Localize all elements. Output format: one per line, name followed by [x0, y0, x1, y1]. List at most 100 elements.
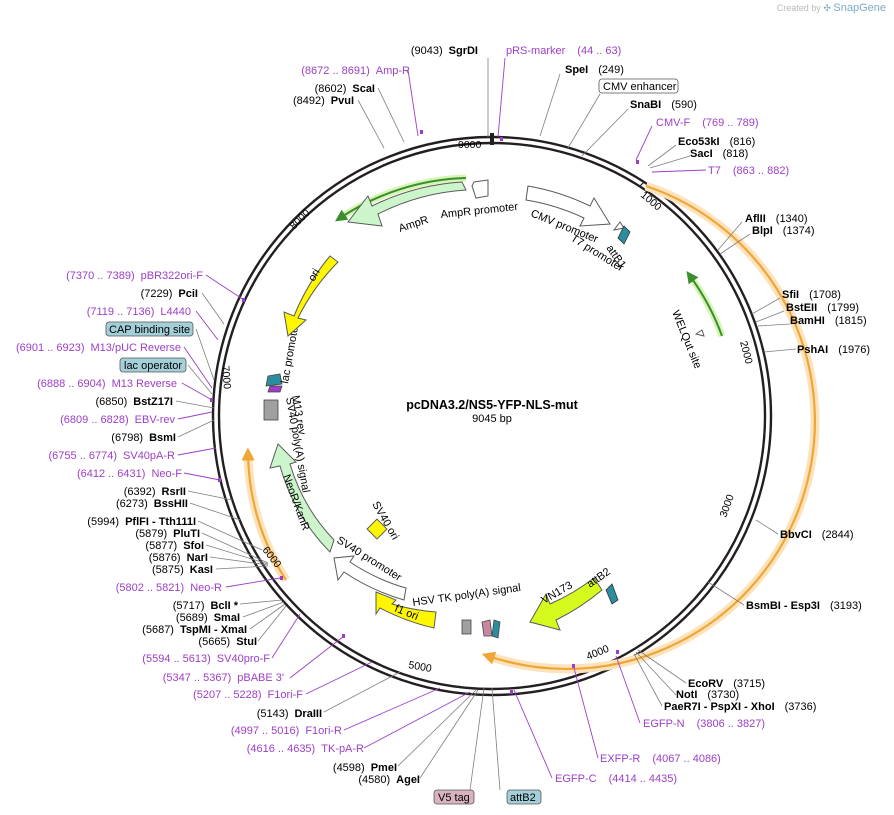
leader-pcii	[201, 292, 225, 325]
plasmid-name: pcDNA3.2/NS5-YFP-NLS-mut	[406, 398, 578, 412]
site-pshai[interactable]: PshAI(1976)	[797, 344, 870, 356]
site-draiii[interactable]: (5143)DraIII	[257, 708, 322, 720]
primer-l4440[interactable]: (7119 .. 7136)L4440	[87, 306, 191, 318]
leader-pflfi	[197, 520, 263, 551]
primer-exfp-r[interactable]: EXFP-R(4067 .. 4086)	[600, 753, 721, 765]
m13-rev-box	[267, 385, 283, 393]
primer-pbr322ori-f[interactable]: (7370 .. 7389)pBR322ori-F	[66, 270, 203, 282]
site-saci[interactable]: SacI(818)	[690, 148, 748, 160]
site-bsmi[interactable]: (6798)BsmI	[111, 432, 176, 444]
mark-neo-f	[218, 478, 221, 482]
leader-lines	[175, 57, 797, 791]
site-paer7i[interactable]: PaeR7I - PspXI - XhoI(3736)	[664, 701, 816, 713]
site-bstz17i[interactable]: (6850)BstZ17I	[95, 396, 173, 408]
primer-neo-r[interactable]: (5802 .. 5821)Neo-R	[116, 582, 222, 594]
ampr-promoter-arrow	[471, 179, 489, 199]
ori-label: ori	[306, 267, 323, 284]
primer-tk-pa-r[interactable]: (4616 .. 4635)TK-pA-R	[247, 743, 364, 755]
site-tspmi[interactable]: (5687)TspMI - XmaI	[142, 624, 247, 636]
lac-operator-label-box	[119, 357, 187, 373]
site-sfoi[interactable]: (5877)SfoI	[145, 540, 204, 552]
site-eco53ki[interactable]: Eco53kI(816)	[678, 136, 755, 148]
v5-tag-box	[481, 619, 493, 637]
leader-noti	[635, 651, 677, 696]
tick-label-4000: 4000	[585, 643, 611, 663]
leader-exfp-r	[573, 667, 599, 759]
site-pluti[interactable]: (5879)PluTI	[135, 528, 200, 540]
site-noti[interactable]: NotI(3730)	[676, 689, 739, 701]
cap-binding-site-box	[105, 321, 194, 337]
snapgene-credit: Created by ✣ SnapGene	[777, 2, 886, 14]
site-sfii[interactable]: SfiI(1708)	[782, 289, 841, 301]
welqut-arrow	[694, 329, 705, 337]
site-snabi[interactable]: SnaBI(590)	[630, 99, 697, 111]
t7-promoter-arrow	[612, 221, 625, 231]
site-bsmbi[interactable]: BsmBI - Esp3I(3193)	[746, 600, 862, 612]
primer-amp-r[interactable]: (8672 .. 8691)Amp-R	[301, 65, 410, 77]
site-sgrdi[interactable]: (9043)SgrDI	[411, 45, 478, 57]
site-pcii[interactable]: (7229)PciI	[141, 288, 198, 300]
leader-sv40pro-f	[271, 613, 301, 659]
primer-sv40pa-r[interactable]: (6755 .. 6774)SV40pA-R	[49, 450, 176, 462]
leader-m13-reverse	[181, 382, 213, 401]
ampr-arrow	[347, 181, 467, 227]
hsv-tk-polya-label: HSV TK poly(A) signal	[412, 582, 522, 609]
site-smai[interactable]: (5689)SmaI	[176, 612, 240, 624]
leader-ecorv	[637, 649, 687, 684]
primer-egfp-c[interactable]: EGFP-C(4414 .. 4435)	[555, 773, 677, 785]
leader-bsmi	[177, 419, 215, 438]
snapgene-logo-icon: ✣	[823, 3, 831, 13]
site-pvui[interactable]: (8492)PvuI	[293, 95, 354, 107]
leader-neo-r	[225, 577, 281, 588]
tick-1000	[639, 181, 645, 187]
vn173-arrow	[529, 577, 603, 631]
site-bbvci[interactable]: BbvCI(2844)	[780, 529, 854, 541]
site-agei[interactable]: (4580)AgeI	[358, 774, 420, 786]
ori-arrow	[283, 255, 339, 337]
lac-operator-text: lac operator	[124, 360, 182, 372]
primer-neo-f[interactable]: (6412 .. 6431)Neo-F	[77, 468, 182, 480]
site-aflii[interactable]: AflII(1340)	[745, 213, 808, 225]
site-blpi[interactable]: BlpI(1374)	[752, 225, 815, 237]
primer-pbabe-3[interactable]: (5347 .. 5367)pBABE 3'	[163, 672, 284, 684]
site-bamhi[interactable]: BamHI(1815)	[790, 315, 867, 327]
leader-sfoi	[205, 544, 269, 565]
primer-ebv-rev[interactable]: (6809 .. 6828)EBV-rev	[60, 414, 175, 426]
site-spei[interactable]: SpeI(249)	[565, 64, 624, 76]
leader-snabi	[581, 108, 629, 157]
site-pflfi[interactable]: (5994)PflFI - Tth111I	[87, 516, 196, 528]
primer-cmv-f[interactable]: CMV-F(769 .. 789)	[656, 117, 759, 129]
primer-m13-puc-reverse[interactable]: (6901 .. 6923)M13/pUC Reverse	[16, 342, 181, 354]
primer-sv40pro-f[interactable]: (5594 .. 5613)SV40pro-F	[142, 653, 270, 665]
primer-prs-marker[interactable]: pRS-marker(44 .. 63)	[506, 45, 621, 57]
site-nari[interactable]: (5876)NarI	[149, 552, 208, 564]
primer-m13-reverse[interactable]: (6888 .. 6904)M13 Reverse	[37, 378, 177, 390]
leader-neo-f	[183, 472, 221, 481]
leader-f1ori-f	[305, 661, 373, 695]
leader-pluti	[201, 532, 269, 564]
attb2-arrow	[605, 583, 619, 605]
site-kasi[interactable]: (5875)KasI	[152, 564, 213, 576]
site-bsshii[interactable]: (6273)BssHII	[116, 498, 188, 510]
site-scai[interactable]: (8602)ScaI	[315, 83, 375, 95]
tick-label-5000: 5000	[407, 659, 432, 675]
site-ecorv[interactable]: EcoRV(3715)	[688, 678, 765, 690]
leader-l4440	[195, 310, 219, 341]
site-pmei[interactable]: (4598)PmeI	[333, 762, 397, 774]
mark-egfp-c	[510, 690, 513, 694]
primer-t7[interactable]: T7(863 .. 882)	[708, 165, 789, 177]
created-by-text: Created by	[776, 3, 821, 13]
primer-f1ori-f[interactable]: (5207 .. 5228)F1ori-F	[193, 689, 303, 701]
primer-f1ori-r[interactable]: (4997 .. 5016)F1ori-R	[231, 725, 342, 737]
leader-cmv-f	[635, 125, 653, 161]
site-bsteii[interactable]: BstEII(1799)	[786, 302, 859, 314]
site-rsrii[interactable]: (6392)RsrII	[124, 486, 186, 498]
leader-pvui	[357, 99, 385, 149]
site-bcli[interactable]: (5717)BclI *	[173, 600, 239, 612]
leader-cap-binding-site	[195, 328, 215, 381]
site-labels-left: (9043)SgrDI (4580)AgeI (4598)PmeI (5143)…	[87, 45, 478, 786]
primer-egfp-n[interactable]: EGFP-N(3806 .. 3827)	[643, 718, 765, 730]
site-stui[interactable]: (5665)StuI	[198, 636, 257, 648]
leader-agei	[419, 689, 479, 779]
